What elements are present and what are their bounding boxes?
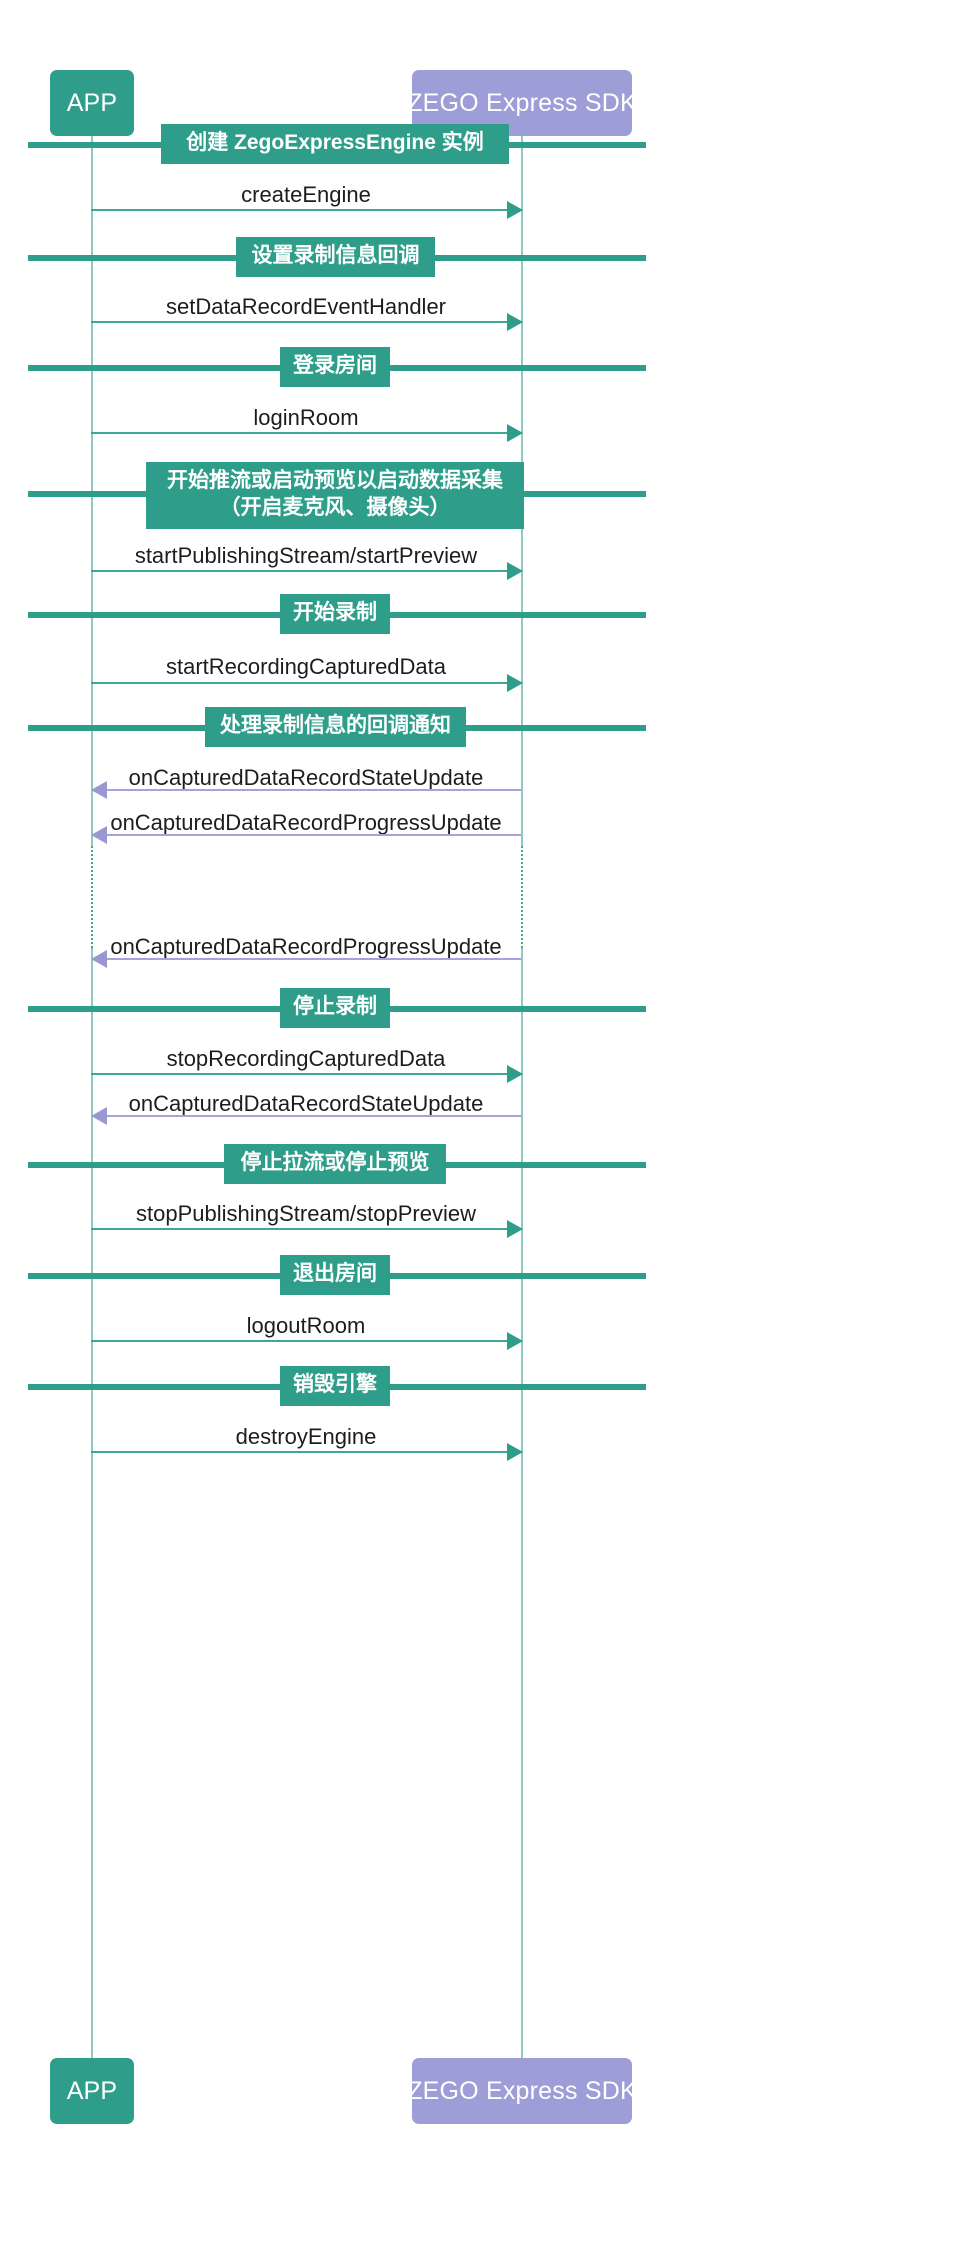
arrow-right-icon [507,313,523,331]
section-note-login-room: 登录房间 [280,347,390,387]
arrow-right-icon [507,674,523,692]
lifeline-app-lower [91,948,93,2058]
message-label-stop-publishing-stream: stopPublishingStream/stopPreview [136,1201,476,1226]
message-line-start-recording-captured-data [91,682,516,684]
message-line-destroy-engine [91,1451,516,1453]
message-label-stop-recording-captured-data: stopRecordingCapturedData [166,1046,446,1071]
message-label-create-engine: createEngine [241,182,371,207]
message-line-set-data-record-event-handler [91,321,516,323]
arrow-right-icon [507,201,523,219]
message-label-on-captured-data-record-progress-update-2: onCapturedDataRecordProgressUpdate [110,934,502,959]
arrow-right-icon [507,1065,523,1083]
message-line-stop-recording-captured-data [91,1073,516,1075]
arrow-right-icon [507,1332,523,1350]
message-label-login-room: loginRoom [253,405,359,430]
section-note-start-publish-or-preview: 开始推流或启动预览以启动数据采集 （开启麦克风、摄像头） [146,462,524,529]
message-line-on-captured-data-record-state-update-2 [105,1115,521,1117]
arrow-left-icon [91,781,107,799]
message-line-on-captured-data-record-state-update-1 [105,789,521,791]
section-note-start-recording: 开始录制 [280,594,390,634]
section-note-stop-recording: 停止录制 [280,988,390,1028]
participant-sdk-footer-label: ZEGO Express SDK [407,2076,637,2105]
message-line-login-room [91,432,516,434]
lifeline-sdk-gap-dotted [521,846,523,948]
participant-app-footer-label: APP [66,2076,118,2105]
message-line-create-engine [91,209,516,211]
message-label-on-captured-data-record-state-update-1: onCapturedDataRecordStateUpdate [128,765,484,790]
lifeline-sdk-lower [521,948,523,2058]
message-label-on-captured-data-record-state-update-2: onCapturedDataRecordStateUpdate [128,1091,484,1116]
arrow-right-icon [507,562,523,580]
arrow-right-icon [507,1443,523,1461]
message-label-logout-room: logoutRoom [246,1313,366,1338]
section-note-stop-publish-or-preview: 停止拉流或停止预览 [224,1144,446,1184]
section-note-logout-room: 退出房间 [280,1255,390,1295]
participant-sdk-header-label: ZEGO Express SDK [407,88,637,117]
message-line-on-captured-data-record-progress-update-2 [105,958,521,960]
section-note-handle-record-callbacks: 处理录制信息的回调通知 [205,707,466,747]
message-line-on-captured-data-record-progress-update-1 [105,834,521,836]
lifeline-app-gap-dotted [91,846,93,948]
participant-app-header[interactable]: APP [50,70,134,136]
arrow-left-icon [91,950,107,968]
message-label-start-recording-captured-data: startRecordingCapturedData [165,654,447,679]
message-label-destroy-engine: destroyEngine [235,1424,377,1449]
arrow-left-icon [91,1107,107,1125]
message-label-set-data-record-event-handler: setDataRecordEventHandler [165,294,447,319]
message-label-start-publishing-stream: startPublishingStream/startPreview [134,543,478,568]
section-note-destroy-engine: 销毁引擎 [280,1366,390,1406]
arrow-right-icon [507,1220,523,1238]
arrow-right-icon [507,424,523,442]
arrow-left-icon [91,826,107,844]
message-label-on-captured-data-record-progress-update-1: onCapturedDataRecordProgressUpdate [110,810,502,835]
message-line-start-publishing-stream [91,570,516,572]
participant-sdk-footer[interactable]: ZEGO Express SDK [407,2058,637,2124]
section-note-create-engine: 创建 ZegoExpressEngine 实例 [161,124,509,164]
message-line-logout-room [91,1340,516,1342]
message-line-stop-publishing-stream [91,1228,516,1230]
participant-app-header-label: APP [66,88,118,117]
section-note-set-record-callback: 设置录制信息回调 [236,237,435,277]
participant-app-footer[interactable]: APP [50,2058,134,2124]
